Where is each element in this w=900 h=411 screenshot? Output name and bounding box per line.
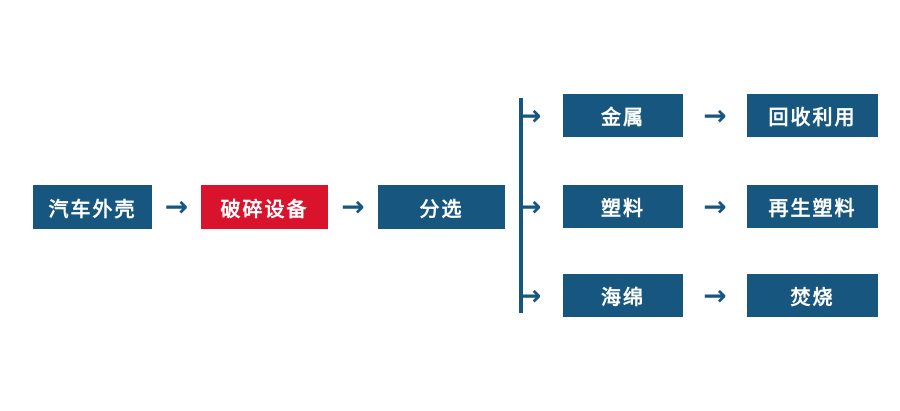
branch-trunk-line (519, 98, 523, 313)
node-metal-label: 金属 (601, 105, 645, 129)
node-recycled-plastic: 再生塑料 (747, 185, 878, 228)
right-arrow-icon: → (703, 279, 727, 312)
right-arrow-icon: → (703, 190, 727, 223)
node-crusher: 破碎设备 (201, 185, 328, 229)
node-plastic: 塑料 (563, 185, 683, 228)
node-car-shell-label: 汽车外壳 (48, 196, 137, 221)
node-crusher-label: 破碎设备 (220, 196, 309, 221)
node-plastic-label: 塑料 (601, 196, 645, 220)
branch-arrow-icon: → (518, 99, 542, 132)
node-sponge: 海绵 (563, 274, 683, 317)
branch-arrow-icon: → (518, 279, 542, 312)
node-car-shell: 汽车外壳 (33, 185, 152, 229)
node-incineration-label: 焚烧 (790, 285, 835, 309)
right-arrow-icon: → (341, 190, 365, 223)
right-arrow-icon: → (164, 190, 189, 223)
node-sorting: 分选 (378, 185, 505, 229)
node-sponge-label: 海绵 (601, 285, 645, 309)
right-arrow-icon: → (703, 99, 727, 132)
node-metal: 金属 (563, 94, 683, 137)
node-recycled-plastic-label: 再生塑料 (768, 196, 857, 220)
branch-arrow-icon: → (518, 190, 542, 223)
node-incineration: 焚烧 (747, 274, 878, 317)
node-recycling-label: 回收利用 (768, 105, 857, 129)
node-recycling: 回收利用 (747, 94, 878, 137)
node-sorting-label: 分选 (419, 196, 464, 221)
